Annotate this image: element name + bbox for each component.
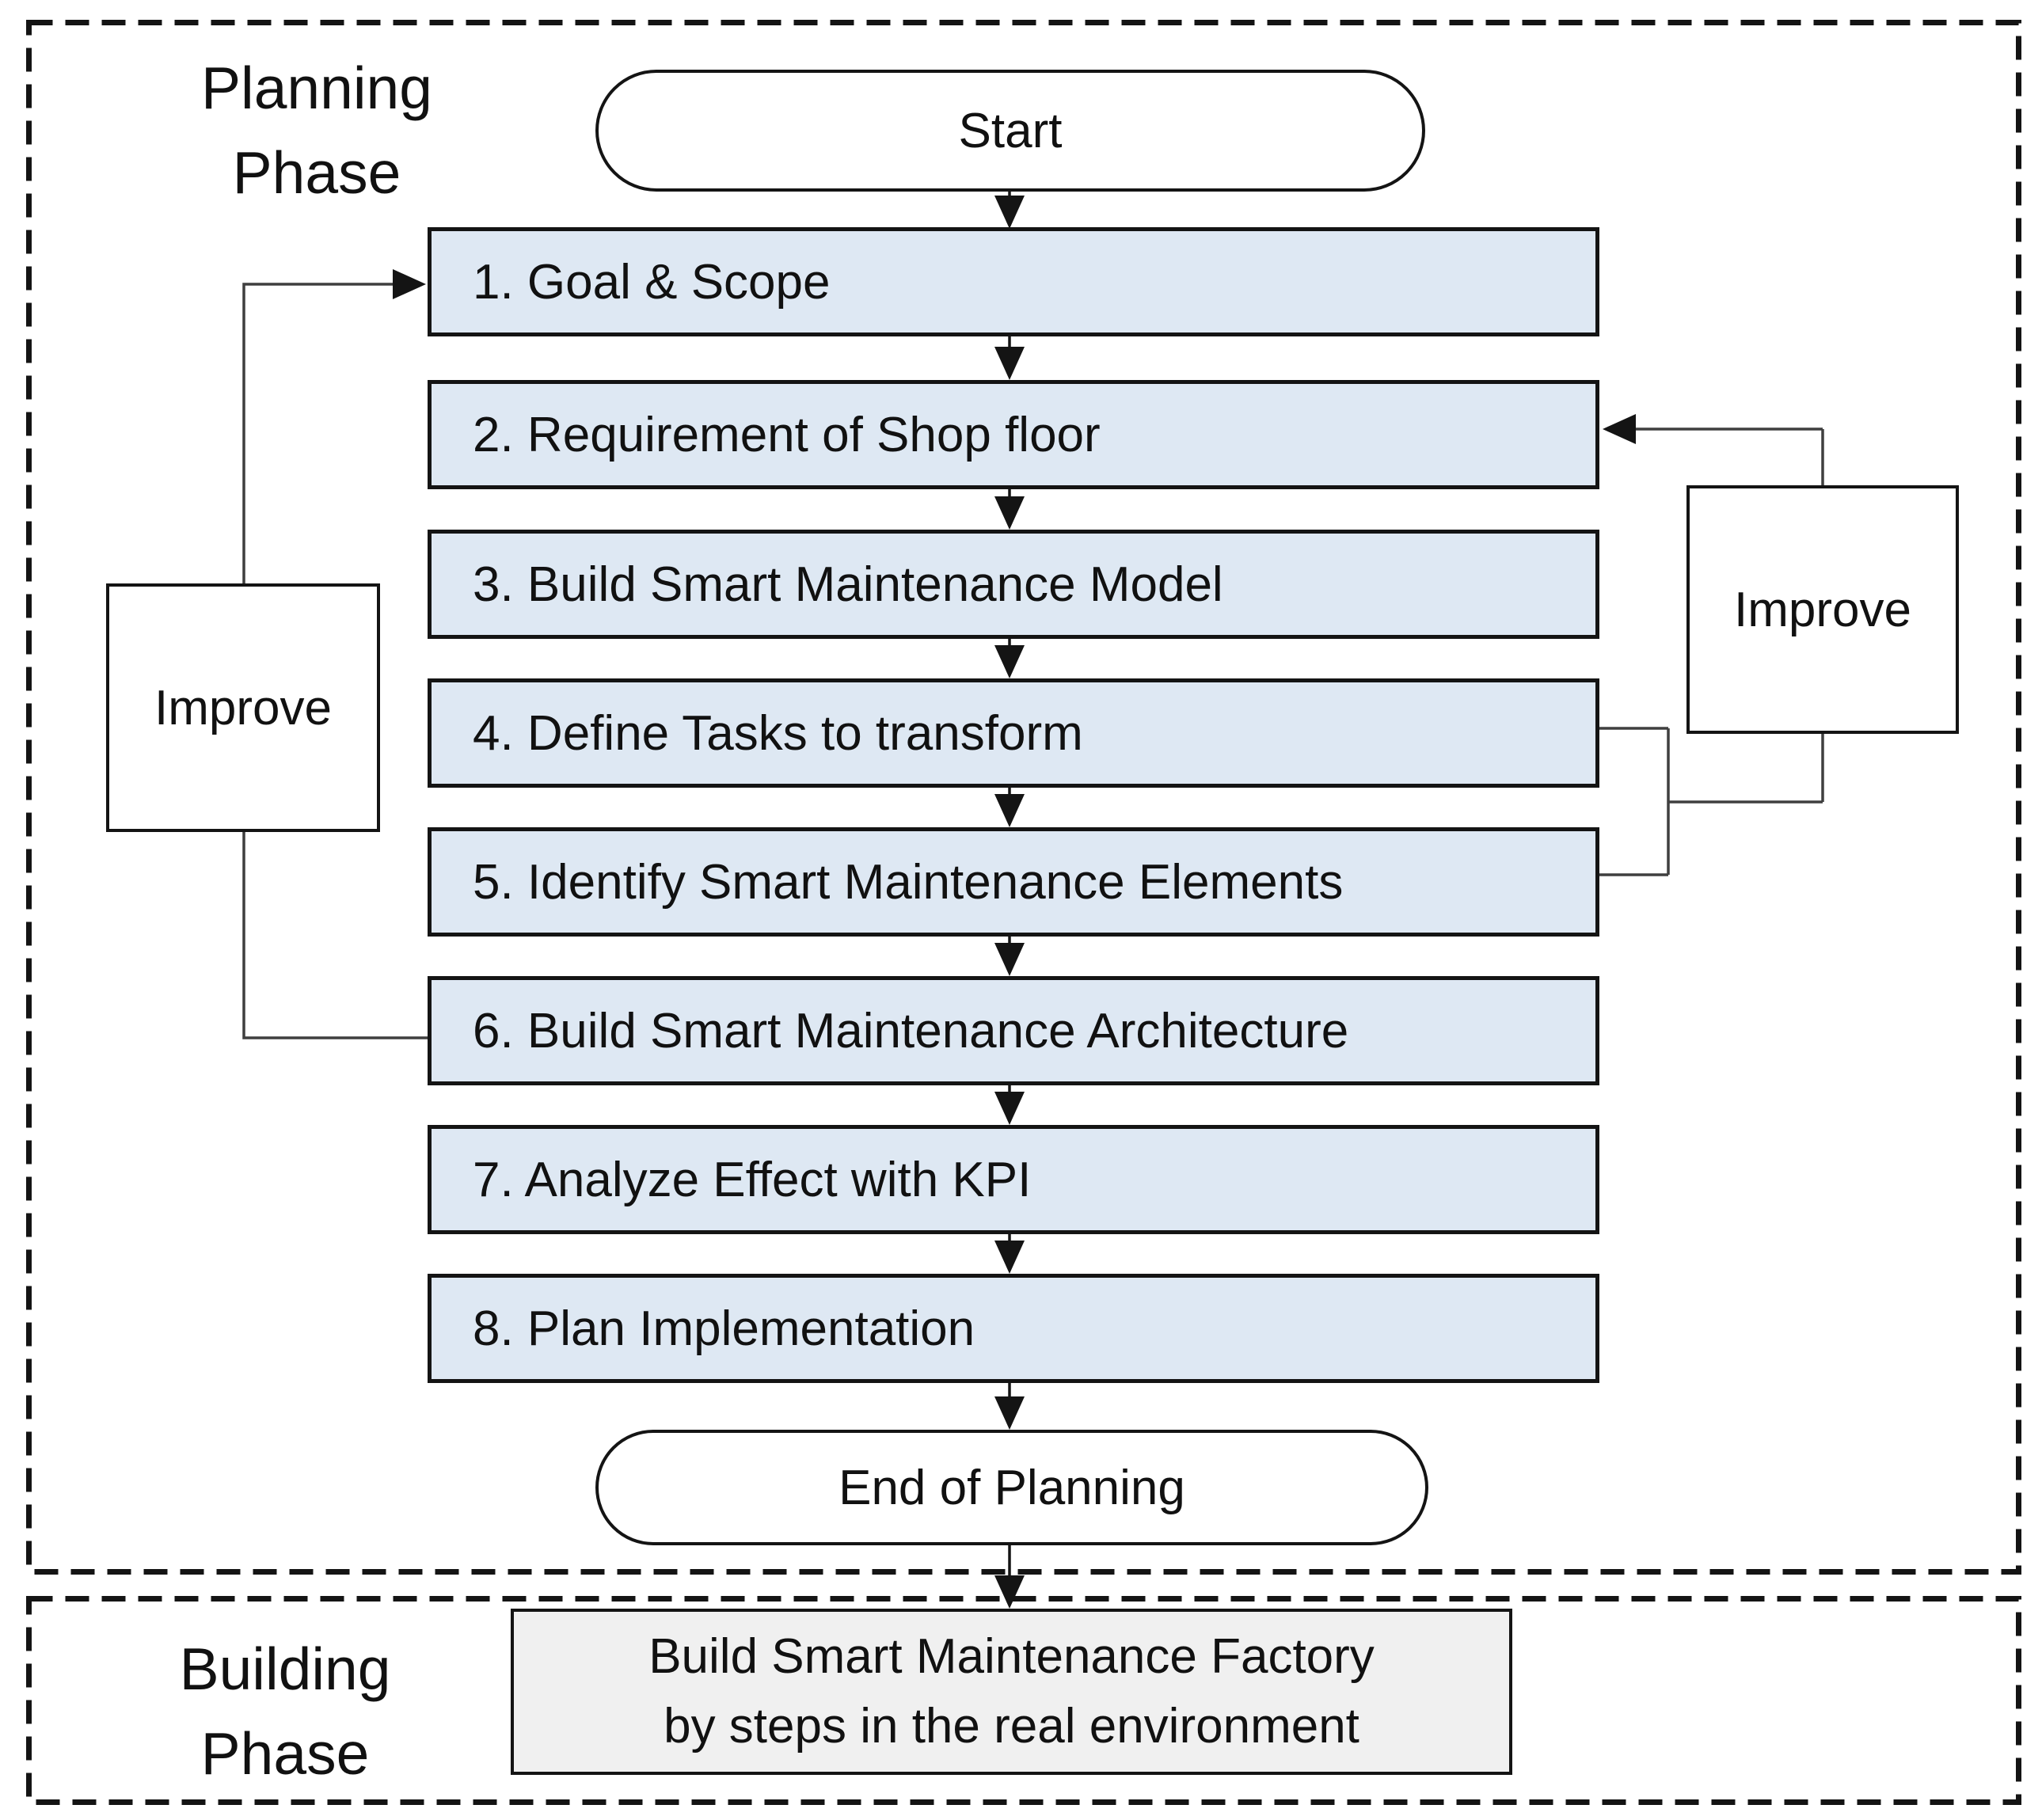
building-action-box: Build Smart Maintenance Factory by steps… bbox=[511, 1609, 1512, 1775]
building-action-label: Build Smart Maintenance Factory by steps… bbox=[648, 1628, 1375, 1754]
step-box-4: 4. Define Tasks to transform bbox=[428, 678, 1599, 788]
step-label: 4. Define Tasks to transform bbox=[473, 705, 1083, 761]
improve-box-right: Improve bbox=[1686, 485, 1959, 734]
start-label: Start bbox=[958, 103, 1063, 158]
step-label: 7. Analyze Effect with KPI bbox=[473, 1152, 1032, 1207]
step-box-7: 7. Analyze Effect with KPI bbox=[428, 1125, 1599, 1234]
step-box-5: 5. Identify Smart Maintenance Elements bbox=[428, 827, 1599, 937]
step-box-2: 2. Requirement of Shop floor bbox=[428, 380, 1599, 489]
step-box-3: 3. Build Smart Maintenance Model bbox=[428, 530, 1599, 639]
end-label: End of Planning bbox=[838, 1460, 1185, 1515]
end-terminator: End of Planning bbox=[595, 1430, 1428, 1545]
step-label: 6. Build Smart Maintenance Architecture bbox=[473, 1003, 1349, 1058]
improve-box-left: Improve bbox=[106, 583, 380, 832]
building-phase-label: Building Phase bbox=[179, 1636, 391, 1787]
main-flow-arrows bbox=[994, 192, 1025, 1609]
planning-phase-border bbox=[26, 20, 2021, 1575]
step-label: 3. Build Smart Maintenance Model bbox=[473, 557, 1223, 612]
step-label: 8. Plan Implementation bbox=[473, 1301, 975, 1356]
building-phase-border bbox=[26, 1596, 2021, 1805]
step-box-8: 8. Plan Implementation bbox=[428, 1274, 1599, 1383]
start-terminator: Start bbox=[595, 70, 1425, 192]
step-box-1: 1. Goal & Scope bbox=[428, 227, 1599, 336]
planning-phase-label: Planning Phase bbox=[201, 55, 432, 206]
step-label: 5. Identify Smart Maintenance Elements bbox=[473, 854, 1344, 910]
step-label: 2. Requirement of Shop floor bbox=[473, 407, 1101, 462]
step-box-6: 6. Build Smart Maintenance Architecture bbox=[428, 976, 1599, 1085]
improve-label: Improve bbox=[154, 680, 332, 735]
improve-label: Improve bbox=[1734, 582, 1911, 637]
step-label: 1. Goal & Scope bbox=[473, 254, 831, 310]
